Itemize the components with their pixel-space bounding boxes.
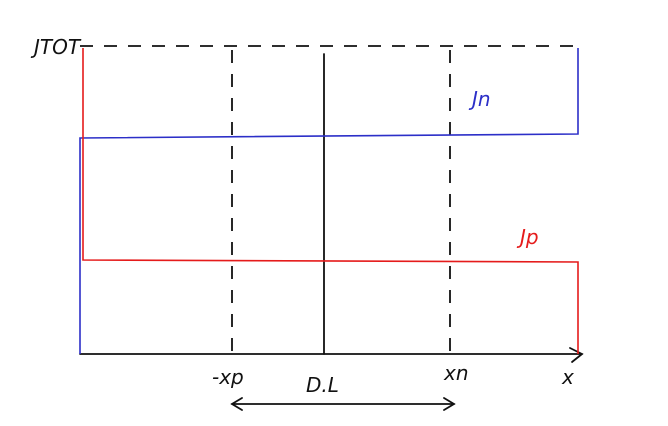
depletion-layer-label: D.L <box>306 373 339 397</box>
neg-xp-label: -xp <box>212 365 244 389</box>
j-p-curve <box>82 48 579 354</box>
x-axis-label: x <box>561 365 574 389</box>
depletion-arrow-left-head <box>230 397 243 411</box>
j-n-curve <box>79 48 579 354</box>
j-total-label: JTOT <box>30 35 82 59</box>
depletion-arrow-right-head <box>443 397 456 411</box>
xn-label: xn <box>443 361 469 385</box>
j-p-label: Jp <box>516 225 539 249</box>
j-n-label: Jn <box>468 87 491 111</box>
x-axis-arrowhead <box>569 347 584 363</box>
